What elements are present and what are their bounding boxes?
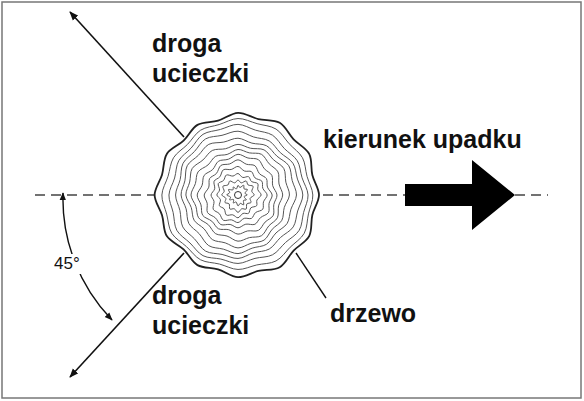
tree-ring <box>227 185 248 206</box>
tree-pith <box>235 192 242 199</box>
tree-label: drzewo <box>330 298 416 328</box>
escape-route-label: droga ucieczki <box>152 28 249 88</box>
fall-direction-arrow <box>405 160 515 230</box>
tree-ring <box>155 113 319 277</box>
frame <box>2 2 581 398</box>
leader-line <box>296 253 326 298</box>
tree-ring <box>181 138 296 253</box>
tree-ring <box>222 180 254 212</box>
tree-ring <box>191 149 283 241</box>
tree-ring <box>186 144 290 248</box>
tree-ring <box>197 154 277 234</box>
tree-ring <box>204 160 272 228</box>
tree-ring <box>169 124 308 263</box>
fall-direction-label: kierunek upadku <box>323 124 522 154</box>
angle-label: 45° <box>52 254 82 274</box>
tree-ring <box>176 131 303 258</box>
tree-ring <box>211 166 267 222</box>
tree-stump <box>155 113 319 277</box>
tree-ring <box>162 119 313 270</box>
escape-route-label: droga ucieczki <box>152 280 249 340</box>
tree-ring <box>217 173 261 217</box>
